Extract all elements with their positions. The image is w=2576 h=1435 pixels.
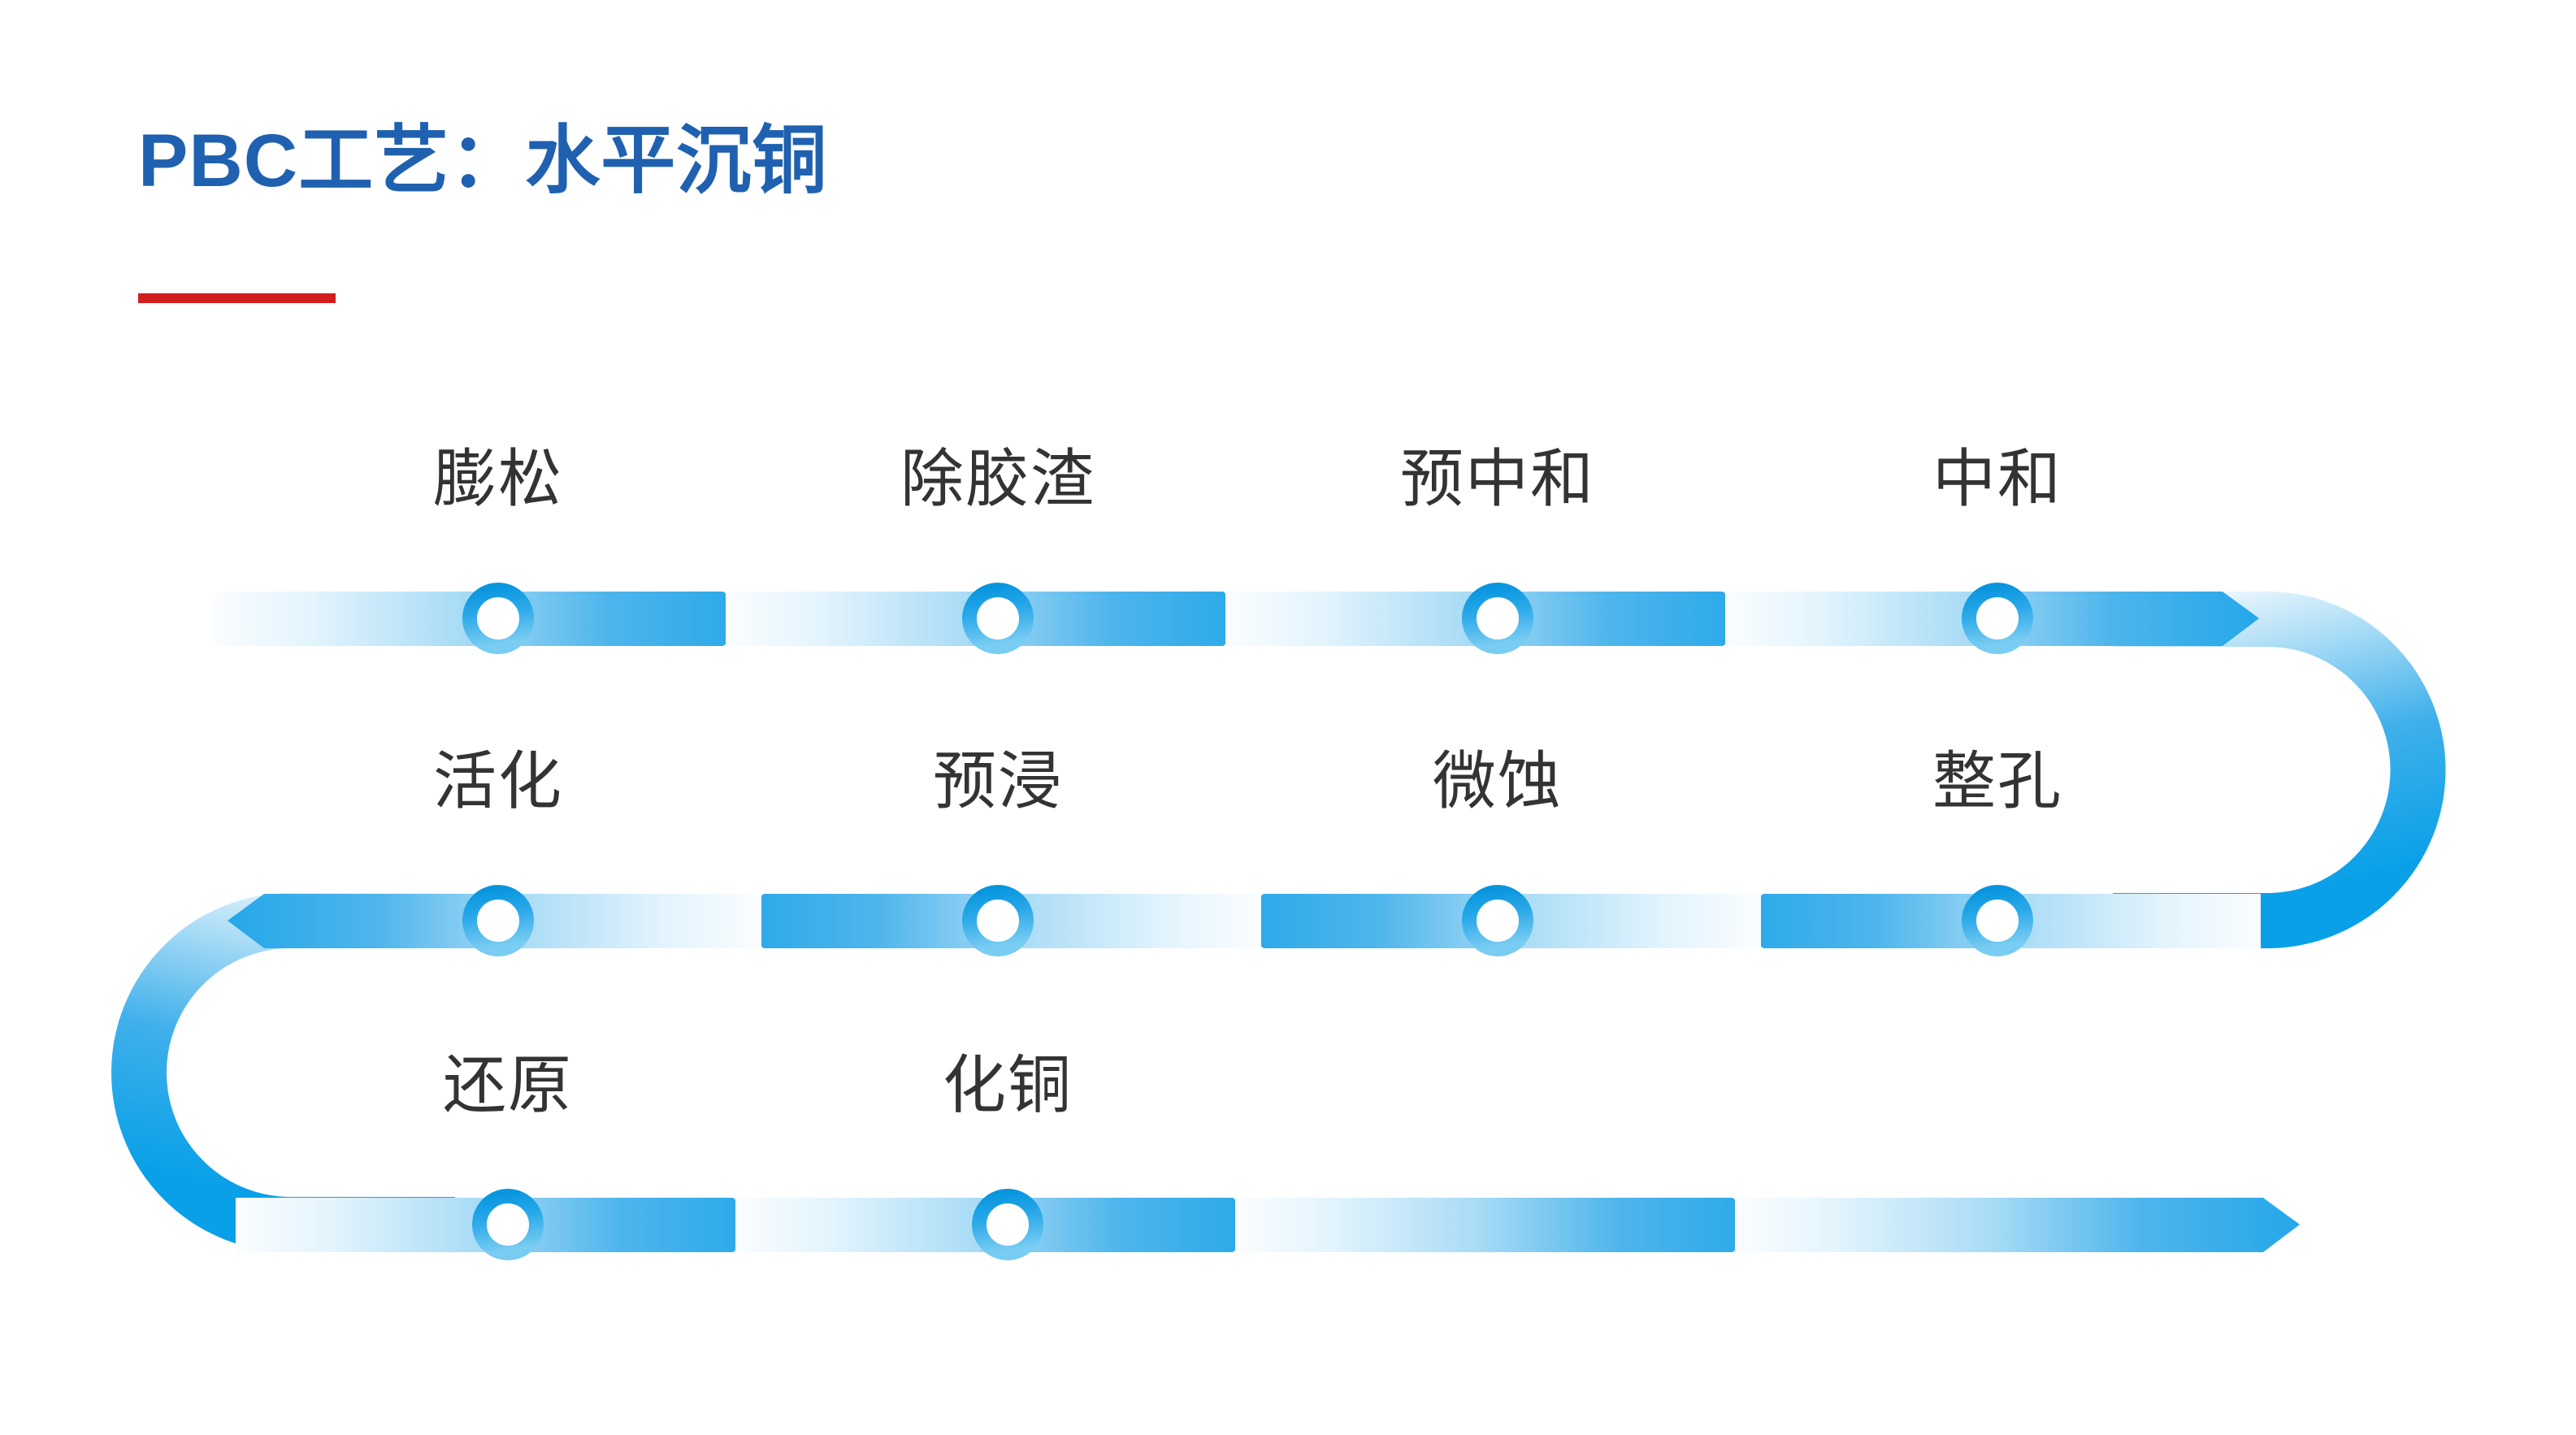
- step-label-10: 化铜: [942, 1049, 1073, 1121]
- step-label-1: 膨松: [432, 443, 564, 514]
- node-circle-step-9[interactable]: [472, 1189, 544, 1260]
- step-label-4: 中和: [1932, 443, 2063, 514]
- step-label-9: 还原: [442, 1049, 574, 1121]
- step-label-8: 活化: [432, 745, 564, 817]
- node-circle-step-5[interactable]: [1962, 885, 2033, 956]
- step-label-7: 预浸: [932, 745, 1064, 817]
- turn-right-band: [2113, 592, 2446, 948]
- arrow-row3-3[interactable]: [1235, 1198, 1769, 1252]
- node-circle-step-6[interactable]: [1462, 885, 1533, 956]
- flow-row-3: [236, 1198, 2300, 1252]
- node-circle-step-2[interactable]: [962, 583, 1034, 654]
- node-circle-step-7[interactable]: [962, 885, 1034, 956]
- step-label-6: 微蚀: [1432, 745, 1563, 817]
- turn-left-band: [111, 893, 455, 1252]
- step-label-2: 除胶渣: [900, 443, 1096, 514]
- node-circle-step-3[interactable]: [1462, 583, 1533, 654]
- node-circle-step-1[interactable]: [462, 583, 534, 654]
- node-circle-step-4[interactable]: [1962, 583, 2033, 654]
- title-accent-rule: [138, 293, 336, 303]
- step-label-3: 预中和: [1399, 443, 1596, 514]
- step-label-5: 整孔: [1932, 745, 2063, 817]
- page-title: PBC工艺：水平沉铜: [138, 119, 828, 202]
- arrow-row3-4[interactable]: [1735, 1198, 2300, 1252]
- title-block: PBC工艺：水平沉铜: [138, 122, 827, 201]
- node-circle-step-8[interactable]: [462, 885, 534, 956]
- node-circle-step-10[interactable]: [972, 1189, 1043, 1260]
- flow-nodes: [462, 583, 2033, 1260]
